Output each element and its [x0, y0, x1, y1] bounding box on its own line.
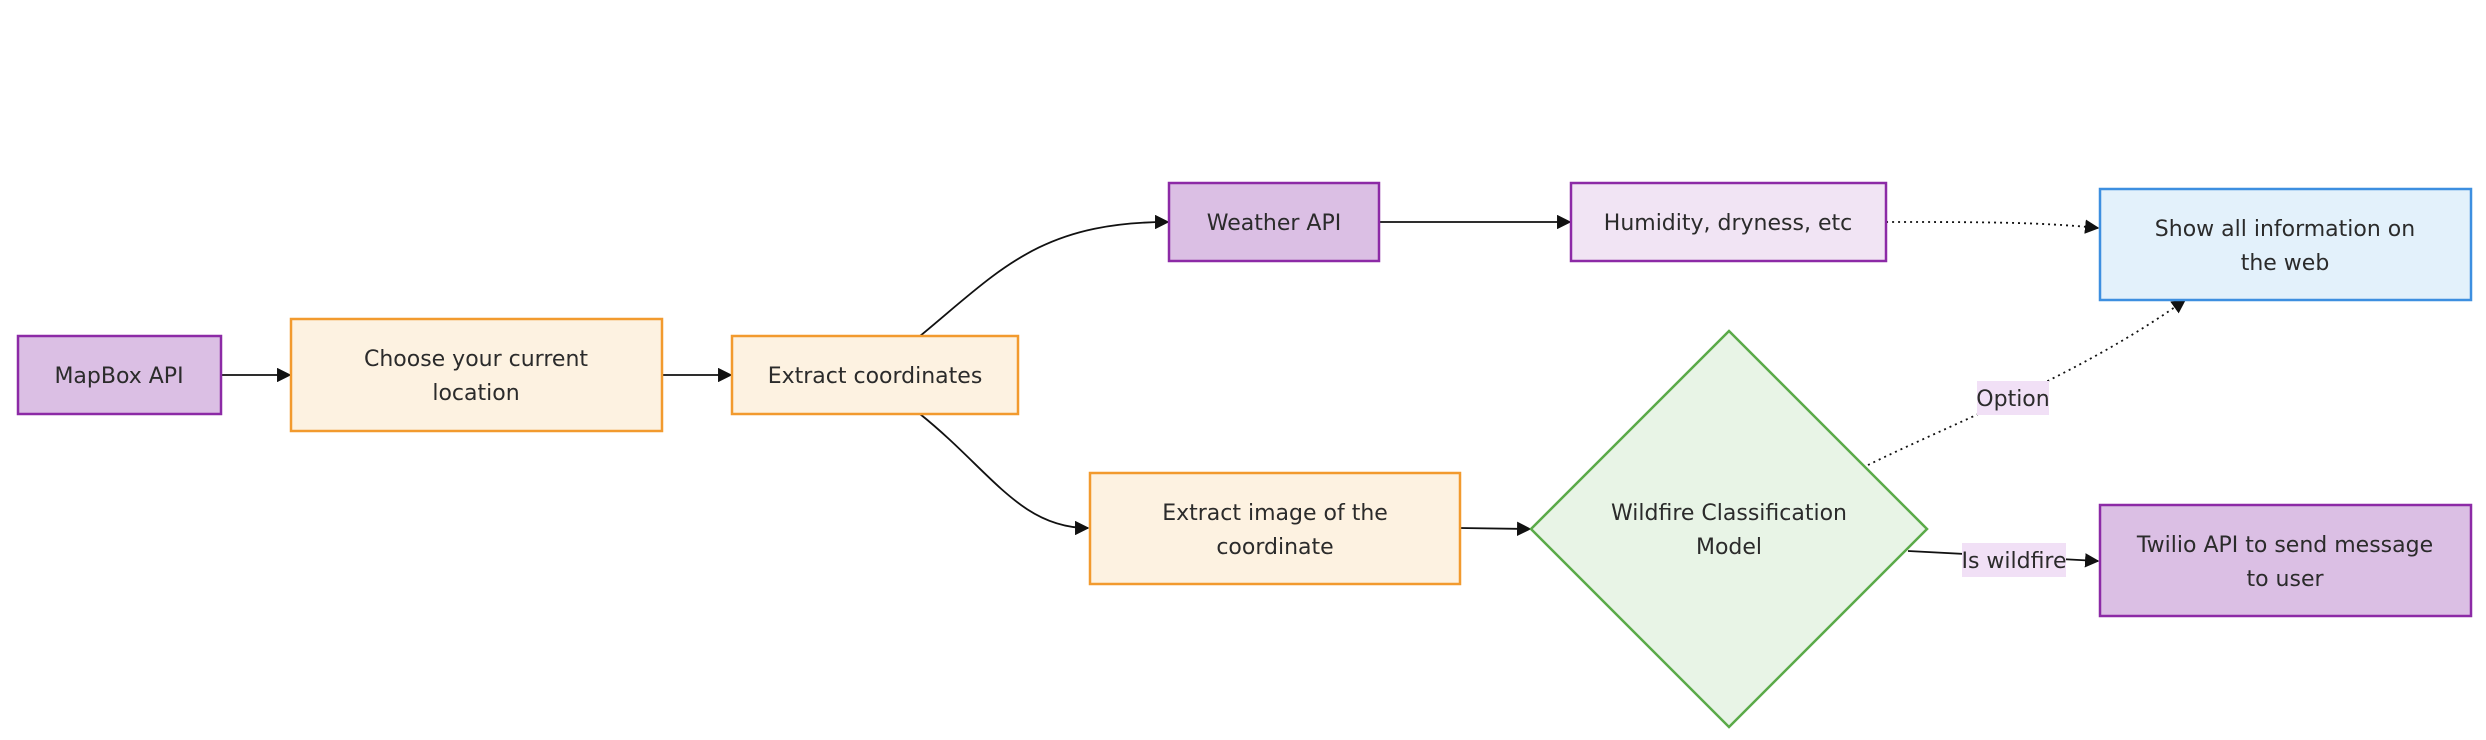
- node-mapbox-api-label: MapBox API: [54, 364, 183, 389]
- edge-humidity-to-show-info: [1885, 219, 2100, 234]
- node-humidity-dryness[interactable]: Humidity, dryness, etc: [1569, 181, 1888, 263]
- edge-extract-coords-to-extract-image: [919, 413, 1090, 536]
- edge-label-option: Option: [1976, 381, 2050, 415]
- node-twilio-api-line2: to user: [2246, 567, 2324, 592]
- node-wildfire-classifier[interactable]: Wildfire Classification Model: [1529, 329, 1929, 729]
- node-show-information-line2: the web: [2241, 251, 2330, 276]
- edge-extract-coords-to-weather: [919, 214, 1170, 337]
- node-extract-image-line2: coordinate: [1216, 535, 1333, 560]
- node-show-information[interactable]: Show all information on the web: [2098, 187, 2473, 302]
- edge-extract-image-to-classifier: [1459, 521, 1532, 537]
- node-extract-image[interactable]: Extract image of the coordinate: [1088, 471, 1462, 586]
- node-humidity-dryness-label: Humidity, dryness, etc: [1604, 211, 1852, 236]
- node-extract-image-line1: Extract image of the: [1162, 501, 1388, 526]
- node-mapbox-api[interactable]: MapBox API: [16, 334, 223, 416]
- node-extract-coordinates-label: Extract coordinates: [768, 364, 983, 389]
- node-choose-location-line2: location: [432, 381, 519, 406]
- node-twilio-api[interactable]: Twilio API to send message to user: [2098, 503, 2473, 618]
- node-weather-api[interactable]: Weather API: [1167, 181, 1381, 263]
- node-choose-location-line1: Choose your current: [364, 347, 588, 372]
- node-twilio-api-line1: Twilio API to send message: [2136, 533, 2433, 558]
- node-wildfire-classifier-line1: Wildfire Classification: [1611, 501, 1847, 526]
- node-wildfire-classifier-line2: Model: [1696, 535, 1762, 560]
- node-choose-location[interactable]: Choose your current location: [289, 317, 664, 433]
- node-extract-coordinates[interactable]: Extract coordinates: [730, 334, 1020, 416]
- edge-label-is-wildfire: Is wildfire: [1961, 543, 2067, 577]
- node-show-information-line1: Show all information on: [2155, 217, 2415, 242]
- edge-label-option-text: Option: [1976, 387, 2049, 412]
- node-weather-api-label: Weather API: [1207, 211, 1341, 236]
- edge-label-is-wildfire-text: Is wildfire: [1961, 549, 2066, 574]
